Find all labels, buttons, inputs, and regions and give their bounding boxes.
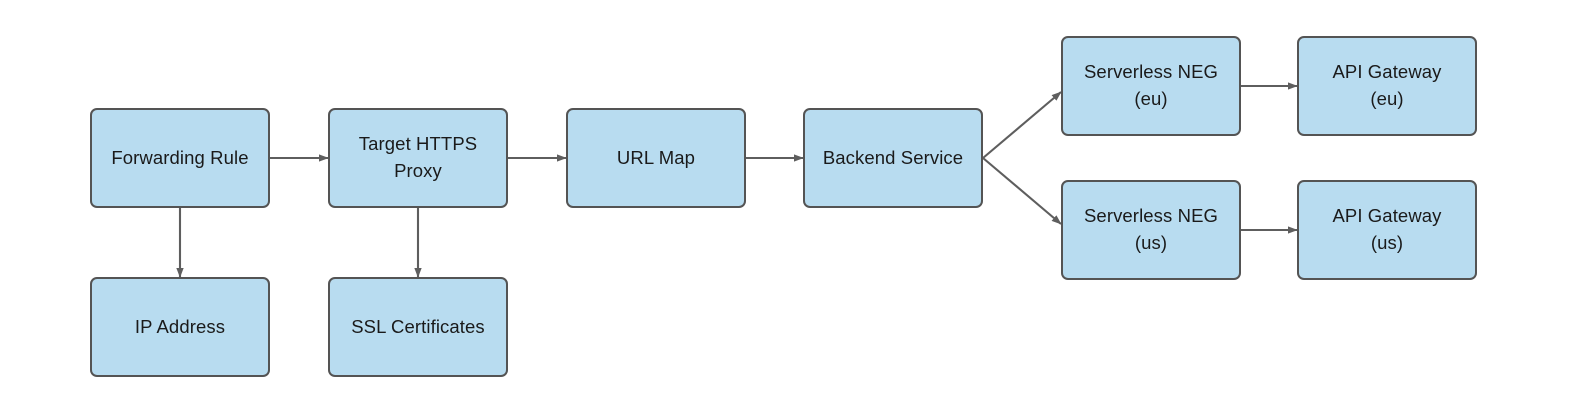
node-label-ssl-certificates: SSL Certificates: [351, 315, 485, 337]
edge-backend-service-to-serverless-neg-us: [982, 157, 1062, 225]
node-label-api-gateway-eu: API Gateway (eu): [1332, 61, 1442, 109]
node-label-serverless-neg-us: Serverless NEG (us): [1083, 205, 1219, 253]
node-backend-service[interactable]: Backend Service: [803, 108, 983, 208]
node-label-forwarding-rule: Forwarding Rule: [111, 146, 249, 168]
node-ip-address[interactable]: IP Address: [90, 277, 270, 377]
node-api-gateway-eu[interactable]: API Gateway (eu): [1297, 36, 1477, 136]
node-label-serverless-neg-eu: Serverless NEG (eu): [1083, 61, 1219, 109]
edge-backend-service-to-serverless-neg-eu: [982, 91, 1062, 159]
node-target-https-proxy[interactable]: Target HTTPS Proxy: [328, 108, 508, 208]
node-label-ip-address: IP Address: [134, 315, 226, 337]
node-label-backend-service: Backend Service: [822, 146, 964, 168]
node-api-gateway-us[interactable]: API Gateway (us): [1297, 180, 1477, 280]
node-url-map[interactable]: URL Map: [566, 108, 746, 208]
node-label-api-gateway-us: API Gateway (us): [1332, 205, 1442, 253]
node-ssl-certificates[interactable]: SSL Certificates: [328, 277, 508, 377]
node-forwarding-rule[interactable]: Forwarding Rule: [90, 108, 270, 208]
node-label-url-map: URL Map: [616, 146, 696, 168]
node-serverless-neg-us[interactable]: Serverless NEG (us): [1061, 180, 1241, 280]
node-label-target-https-proxy: Target HTTPS Proxy: [358, 133, 478, 181]
node-serverless-neg-eu[interactable]: Serverless NEG (eu): [1061, 36, 1241, 136]
